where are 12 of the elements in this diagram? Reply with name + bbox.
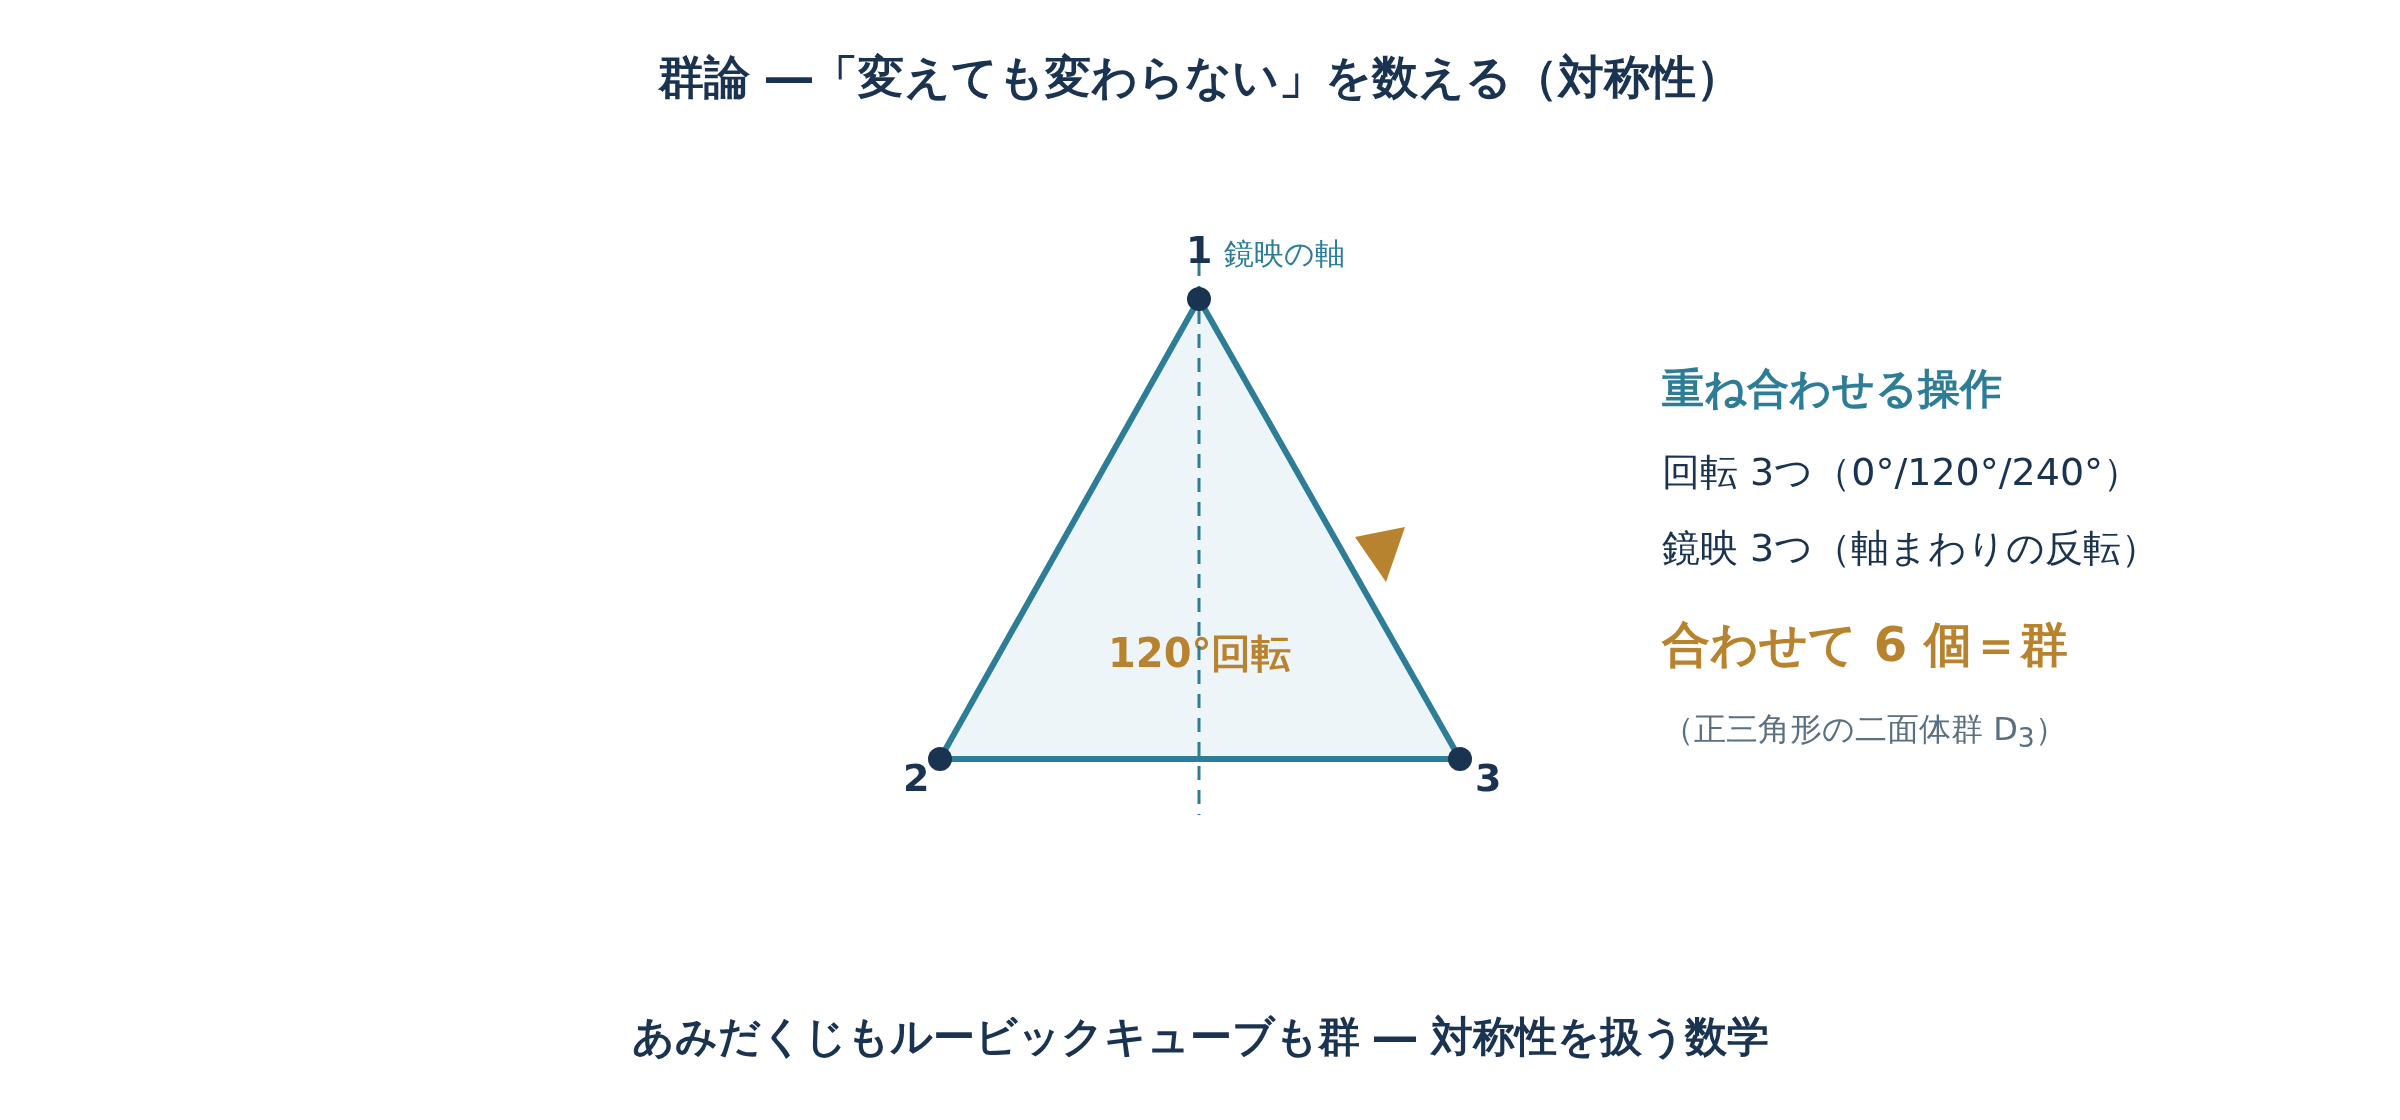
- vertex-number: 2: [903, 756, 930, 802]
- panel-note: （正三角形の二面体群 D$_{3}$）: [1662, 710, 2067, 755]
- axis-label: 鏡映の軸: [1224, 236, 1345, 272]
- title: 群論 ―「変えても変わらない」を数える（対称性）: [658, 50, 1742, 106]
- panel-text: 鏡映 3つ（軸まわりの反転）: [1662, 526, 2160, 572]
- caption: あみだくじもルービックキューブも群 ― 対称性を扱う数学: [631, 1012, 1769, 1063]
- panel-result: 合わせて 6 個＝群: [1662, 616, 2068, 674]
- panel-heading: 重ね合わせる操作: [1662, 364, 2002, 415]
- vertex-number: 3: [1475, 756, 1502, 802]
- vertex-number: 1: [1186, 228, 1213, 274]
- panel-text: 回転 3つ（0°/120°/240°）: [1662, 450, 2142, 496]
- rotation-label: 120°回転: [1108, 629, 1292, 677]
